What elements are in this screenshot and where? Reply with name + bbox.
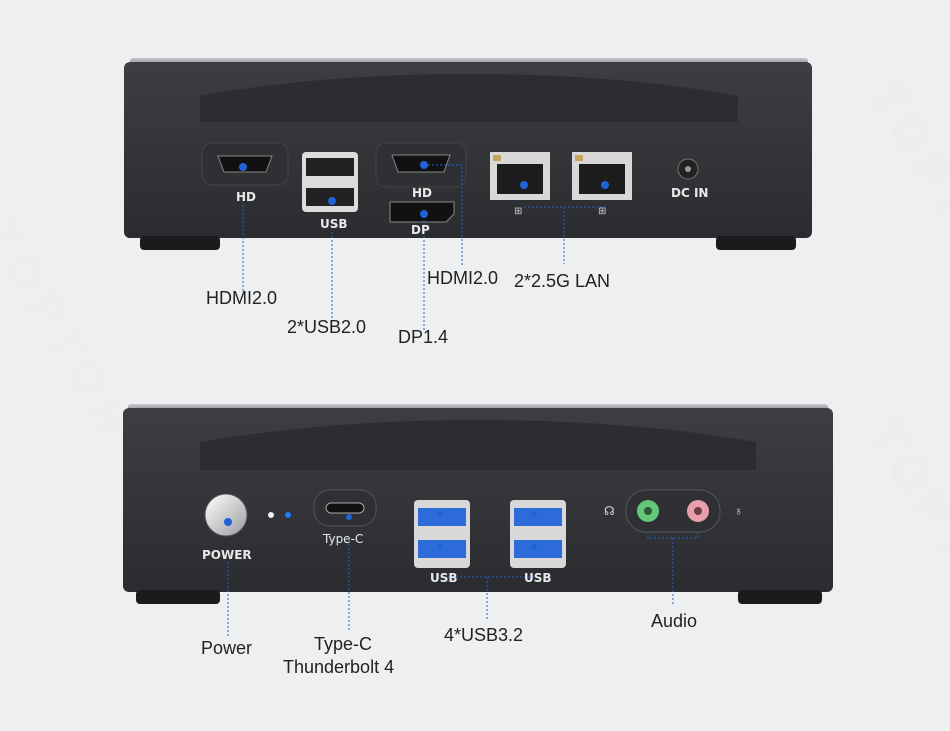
power-marker-dot <box>224 518 232 526</box>
rear-callout-lines <box>242 164 605 330</box>
callout-hdmi-right: HDMI2.0 <box>427 268 499 288</box>
rear-foot-right <box>716 236 796 250</box>
hdmi-right-marker-dot <box>420 161 428 169</box>
callout-lan: 2*2.5G LAN <box>514 271 611 291</box>
lan-port-2-marker-dot <box>601 181 609 189</box>
typec-marker-dot <box>346 514 352 520</box>
callout-power: Power <box>201 638 253 658</box>
usb2-marker-dot <box>328 197 336 205</box>
front-vent-slot <box>200 420 756 470</box>
dp-marker-dot <box>420 210 428 218</box>
status-led-white <box>268 512 274 518</box>
typec-port-label: Type-C <box>323 532 364 546</box>
callout-audio: Audio <box>651 611 698 631</box>
lan-port-2-led <box>575 155 583 161</box>
hdmi-left-marker-dot <box>239 163 247 171</box>
lan-2-network-icon: ⊞ <box>598 206 606 217</box>
hd-left-port-label: HD <box>236 190 257 204</box>
callout-usb2: 2*USB2.0 <box>287 317 367 337</box>
power-button-graphic <box>204 493 248 537</box>
callout-typec-line1: Type-C <box>314 634 373 654</box>
usb3-left-bottom-dot <box>437 544 443 550</box>
callout-hdmi-left: HDMI2.0 <box>206 288 278 308</box>
callout-dp: DP1.4 <box>398 327 449 347</box>
front-foot-right <box>738 590 822 604</box>
lan-port-1-marker-dot <box>520 181 528 189</box>
usb-left-port-label: USB <box>430 571 458 585</box>
mic-jack-hole <box>694 507 702 515</box>
microphone-icon: ♁ <box>734 504 743 518</box>
rear-foot-left <box>140 236 220 250</box>
front-foot-left <box>136 590 220 604</box>
hd-right-port-label: HD <box>412 186 433 200</box>
usb2-port-top <box>306 158 354 176</box>
dc-in-port-label: DC IN <box>671 186 709 200</box>
lan-port-2-socket <box>579 164 625 194</box>
usb2-port-bottom <box>306 188 354 206</box>
lan-port-1-socket <box>497 164 543 194</box>
usb-rear-port-label: USB <box>320 217 348 231</box>
front-callout-lines <box>227 532 699 636</box>
usb3-left-top-dot <box>437 511 443 517</box>
usb3-right-bottom-dot <box>531 544 537 550</box>
headphone-icon: ☊ <box>604 504 615 518</box>
usb-right-port-label: USB <box>524 571 552 585</box>
lan-1-network-icon: ⊞ <box>514 206 522 217</box>
status-led-blue <box>285 512 291 518</box>
usb3-left-top <box>418 508 466 526</box>
typec-port <box>325 502 365 514</box>
rear-vent-slot <box>200 74 738 122</box>
power-port-label: POWER <box>202 548 252 562</box>
dp-port-label: DP <box>411 223 430 237</box>
lan-port-1-led <box>493 155 501 161</box>
callout-typec-line2: Thunderbolt 4 <box>283 657 395 677</box>
headphone-jack-hole <box>644 507 652 515</box>
usb3-right-top-dot <box>531 511 537 517</box>
dc-in-pin <box>685 166 691 172</box>
usb3-right-top <box>514 508 562 526</box>
usb3-right-bottom <box>514 540 562 558</box>
callout-usb3: 4*USB3.2 <box>444 625 524 645</box>
